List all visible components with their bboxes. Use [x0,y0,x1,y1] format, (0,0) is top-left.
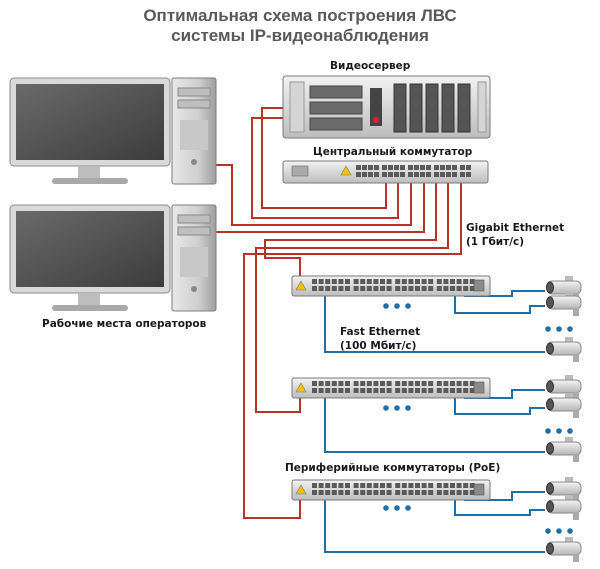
ip-camera-icon [546,477,582,502]
ellipsis-dot [567,326,573,332]
video-server-label: Видеосервер [330,60,411,72]
ellipsis-dot [394,405,400,411]
ellipsis-dot [383,505,389,511]
ellipsis-dot [545,428,551,434]
ip-camera-icon [546,375,582,400]
ellipsis-dot [383,303,389,309]
ip-camera-icon [546,437,582,462]
ellipsis-dot [394,505,400,511]
page-title-line1: Оптимальная схема построения ЛВС [143,6,457,25]
gigabit-label-line2: (1 Гбит/с) [466,236,525,248]
ellipsis-dot [556,528,562,534]
monitor-icon [9,77,171,184]
pc-tower-icon [171,77,217,185]
ellipsis-dot [545,528,551,534]
ip-camera-icon [546,291,582,316]
fast-ethernet-label-line2: (100 Мбит/с) [340,340,417,352]
ip-camera-icon [546,495,582,520]
ellipsis-dots [383,303,573,534]
server-icon [282,75,491,139]
workstations-label: Рабочие места операторов [42,318,207,330]
workstation-1 [9,77,217,185]
pc-tower-icon [171,204,217,312]
peripheral-switches-label: Периферийные коммутаторы (PoE) [285,462,501,474]
ellipsis-dot [405,303,411,309]
gigabit-cables [215,107,462,519]
page-title-line2: системы IP-видеонаблюдения [171,26,429,45]
switch-icon [282,160,489,184]
central-switch-label: Центральный коммутатор [313,146,473,158]
peripheral-switches [291,275,491,501]
ip-camera-icon [546,537,582,562]
ellipsis-dot [383,405,389,411]
ellipsis-dot [567,528,573,534]
ellipsis-dot [545,326,551,332]
workstation-2 [9,204,217,312]
ellipsis-dot [556,326,562,332]
ip-camera-icon [546,337,582,362]
monitor-icon [9,204,171,311]
ellipsis-dot [405,505,411,511]
fast-ethernet-label-line1: Fast Ethernet [340,326,421,338]
switch-icon [291,377,491,399]
ip-camera-icon [546,393,582,418]
fast-ethernet-cables [324,283,545,553]
ellipsis-dot [567,428,573,434]
switch-icon [291,479,491,501]
ellipsis-dot [556,428,562,434]
gigabit-label-line1: Gigabit Ethernet [466,222,565,234]
ip-cameras [546,276,582,562]
switch-icon [291,275,491,297]
ellipsis-dot [394,303,400,309]
ellipsis-dot [405,405,411,411]
